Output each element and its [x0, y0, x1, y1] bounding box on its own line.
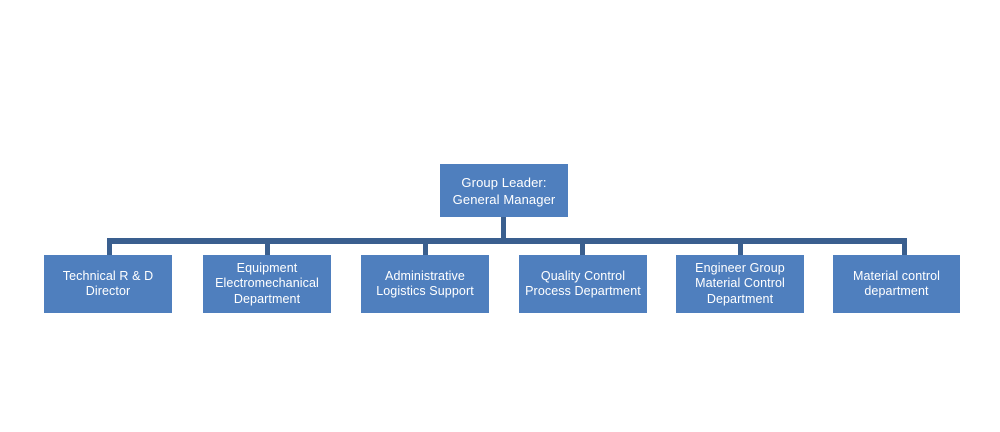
- connector-drop-3: [423, 243, 428, 256]
- org-node-material-control-department[interactable]: Material control department: [833, 255, 960, 313]
- org-node-administrative-logistics-support[interactable]: Administrative Logistics Support: [361, 255, 489, 313]
- connector-drop-1: [107, 243, 112, 256]
- org-node-engineer-group-material-control-department[interactable]: Engineer Group Material Control Departme…: [676, 255, 804, 313]
- org-node-equipment-electromechanical-department[interactable]: Equipment Electromechanical Department: [203, 255, 331, 313]
- connector-drop-2: [265, 243, 270, 256]
- org-node-quality-control-process-department-text: Quality Control Process Department: [525, 268, 641, 299]
- connector-root-stem: [501, 217, 506, 239]
- org-node-root[interactable]: Group Leader: General Manager: [440, 164, 568, 217]
- connector-drop-4: [580, 243, 585, 256]
- connector-drop-6: [902, 243, 907, 256]
- org-node-technical-rd-director[interactable]: Technical R & D Director: [44, 255, 172, 313]
- connector-horizontal-bar: [107, 238, 907, 244]
- connector-drop-5: [738, 243, 743, 256]
- org-node-quality-control-process-department[interactable]: Quality Control Process Department: [519, 255, 647, 313]
